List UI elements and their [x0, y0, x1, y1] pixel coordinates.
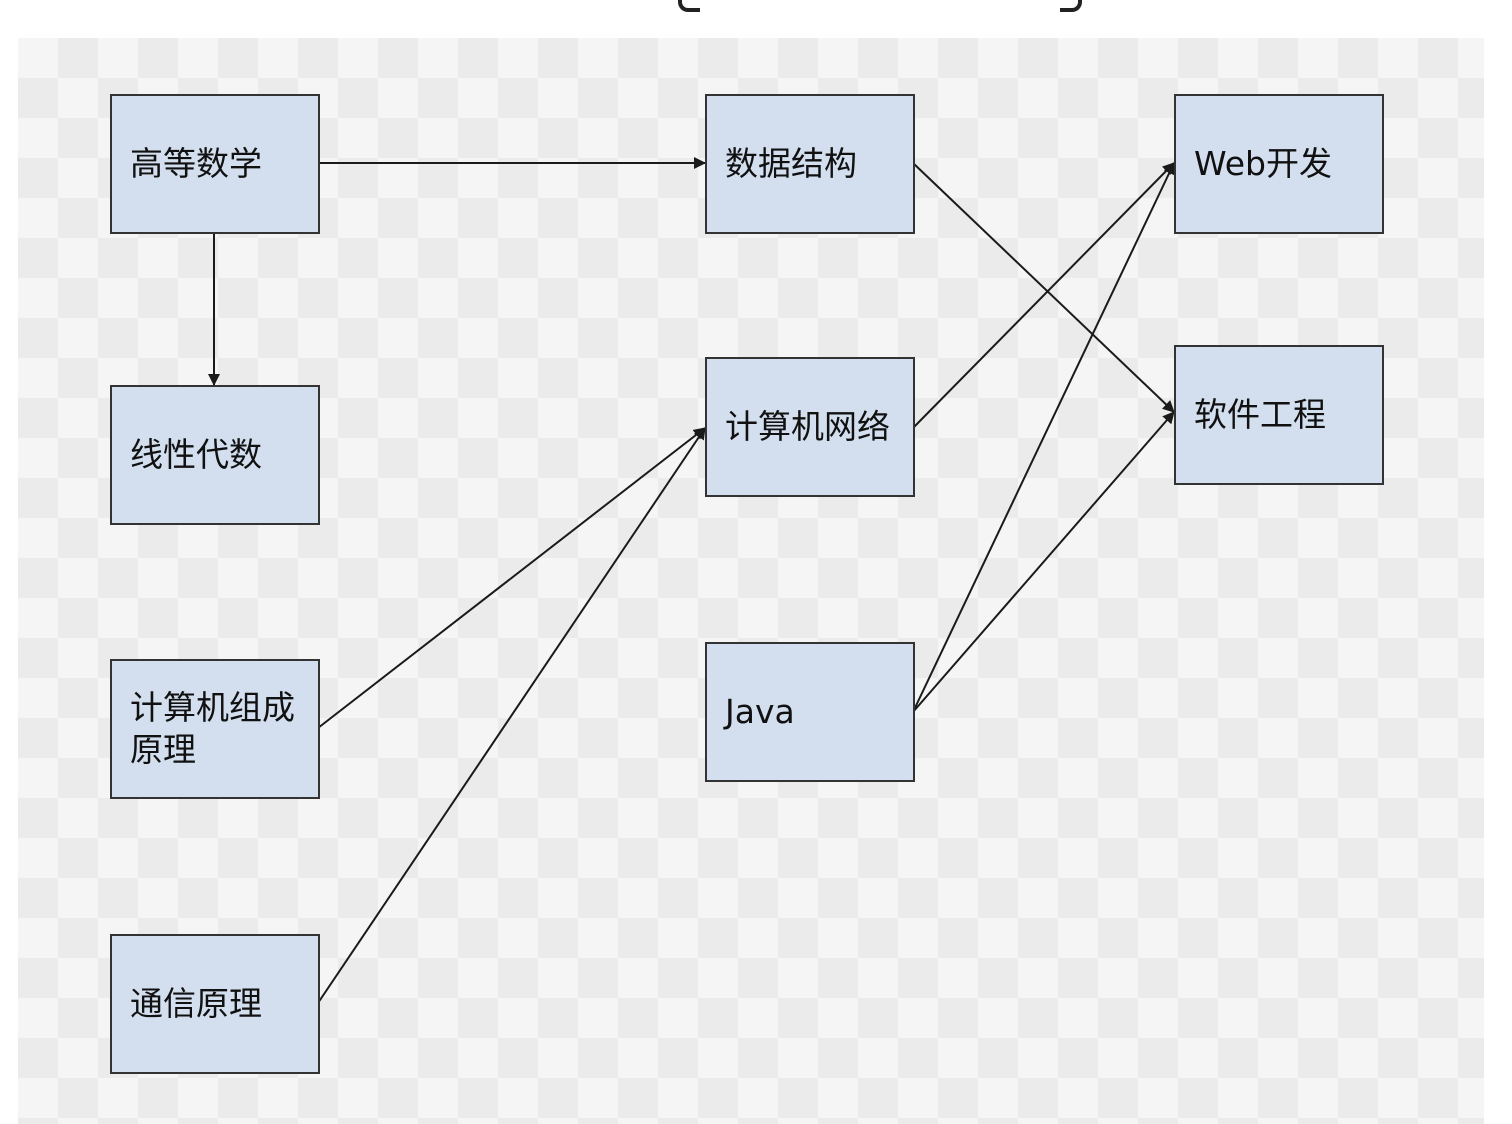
node-label: 数据结构 — [725, 144, 857, 183]
node-java[interactable]: Java — [705, 642, 915, 782]
cropped-glyph-left — [678, 0, 700, 12]
node-label: 线性代数 — [130, 435, 262, 474]
node-shuju-jiegou[interactable]: 数据结构 — [705, 94, 915, 234]
node-ruanjian-gongcheng[interactable]: 软件工程 — [1174, 345, 1384, 485]
node-label: 高等数学 — [130, 144, 262, 183]
cropped-glyph-right — [1060, 0, 1082, 12]
node-label: 计算机网络 — [725, 407, 890, 446]
node-label: 计算机组成原理 — [130, 688, 295, 769]
node-jisuanji-zucheng-yuanli[interactable]: 计算机组成原理 — [110, 659, 320, 799]
node-xianxing-daishu[interactable]: 线性代数 — [110, 385, 320, 525]
node-jisuanji-wangluo[interactable]: 计算机网络 — [705, 357, 915, 497]
node-label: 软件工程 — [1194, 395, 1326, 434]
node-label: 通信原理 — [130, 984, 262, 1023]
node-web-kaifa[interactable]: Web开发 — [1174, 94, 1384, 234]
cropped-title-fragment — [670, 0, 1090, 26]
node-label: Java — [725, 692, 795, 731]
node-label: Web开发 — [1194, 144, 1332, 183]
node-gaodeng-shuxue[interactable]: 高等数学 — [110, 94, 320, 234]
node-tongxin-yuanli[interactable]: 通信原理 — [110, 934, 320, 1074]
